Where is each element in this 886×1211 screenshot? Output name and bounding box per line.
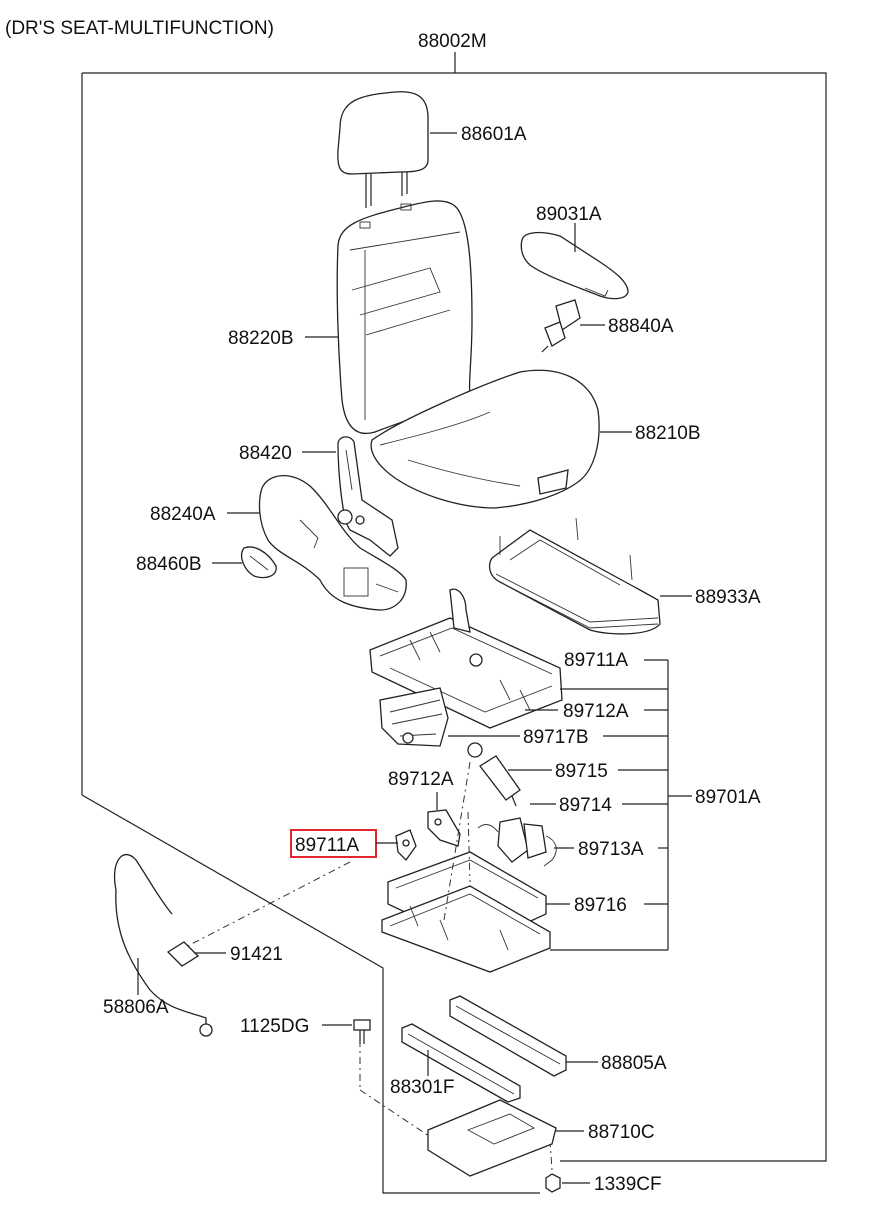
cable[interactable] <box>114 854 213 1037</box>
pad[interactable] <box>166 941 200 967</box>
nut[interactable] <box>545 1173 561 1193</box>
label-88805A: 88805A <box>601 1053 667 1074</box>
label-88710C: 88710C <box>588 1122 655 1143</box>
recliner[interactable] <box>337 436 399 557</box>
label-88420: 88420 <box>239 443 292 464</box>
label-58806A: 58806A <box>103 997 169 1018</box>
cushion-frame[interactable] <box>488 517 661 635</box>
actuator[interactable] <box>467 742 521 807</box>
label-88210B: 88210B <box>635 423 701 444</box>
motor-unit[interactable] <box>379 687 449 747</box>
sub-assembly-bracket <box>436 659 692 951</box>
seatback[interactable] <box>336 200 473 435</box>
label-89712A-lower: 89712A <box>388 769 454 790</box>
side-shield[interactable] <box>258 475 407 611</box>
label-89711A: 89711A <box>564 650 628 671</box>
label-88933A: 88933A <box>695 587 761 608</box>
rail-right[interactable] <box>449 995 567 1077</box>
seat-cushion[interactable] <box>370 369 600 509</box>
bolt[interactable] <box>353 1019 371 1044</box>
label-1125DG: 1125DG <box>240 1016 309 1037</box>
label-88240A: 88240A <box>150 504 216 525</box>
label-88460B: 88460B <box>136 554 202 575</box>
label-89711A-highlighted[interactable]: 89711A <box>295 835 359 856</box>
assembly-label: 88002M <box>418 31 487 52</box>
label-89716: 89716 <box>574 895 627 916</box>
label-89715: 89715 <box>555 761 608 782</box>
label-89717B: 89717B <box>523 727 589 748</box>
rail-left[interactable] <box>401 1023 521 1103</box>
label-89712A-upper: 89712A <box>563 701 629 722</box>
clip-part[interactable] <box>395 829 417 862</box>
belt-buckle[interactable] <box>541 299 581 353</box>
seat-frame-upper[interactable] <box>369 588 563 729</box>
label-89031A: 89031A <box>536 204 602 225</box>
label-91421: 91421 <box>230 944 283 965</box>
adjust-knob[interactable] <box>240 546 277 579</box>
label-1339CF: 1339CF <box>594 1174 662 1195</box>
label-88601A: 88601A <box>461 124 527 145</box>
side-cover[interactable] <box>520 231 629 300</box>
label-88840A: 88840A <box>608 316 674 337</box>
assembly-outline <box>81 52 827 1194</box>
seat-frame-lower[interactable] <box>381 851 551 973</box>
label-89701A: 89701A <box>695 787 761 808</box>
label-88301F: 88301F <box>390 1077 454 1098</box>
lever-bracket[interactable] <box>427 809 461 847</box>
label-88220B: 88220B <box>228 328 294 349</box>
label-89714: 89714 <box>559 795 612 816</box>
gear-motor[interactable] <box>477 817 557 867</box>
label-89713A: 89713A <box>578 839 644 860</box>
diagram-title: (DR'S SEAT-MULTIFUNCTION) <box>5 18 274 39</box>
base-plate[interactable] <box>427 1099 557 1177</box>
headrest[interactable] <box>337 91 429 208</box>
